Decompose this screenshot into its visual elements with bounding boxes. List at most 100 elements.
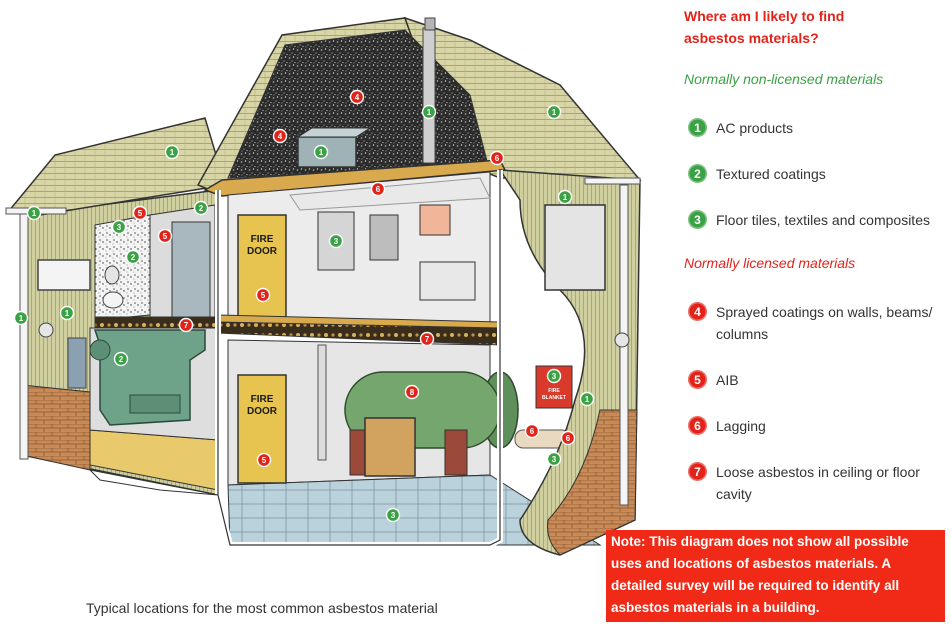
lower-fire-door-label-line-1: FIRE [251,394,274,405]
marker-number: 5 [138,209,143,218]
main-building-outline-edge [217,170,501,546]
marker-circle [164,144,180,160]
fire-blanket-label-line-2: BLANKET [542,395,566,401]
machine-wheel [89,339,111,361]
loft-tank-lid [296,127,372,138]
location-marker-5: 5 [256,452,272,468]
location-marker-3: 3 [111,219,127,235]
legend-item: 6 Lagging [688,415,950,437]
location-marker-6: 6 [524,423,540,439]
wall-grille [67,337,87,389]
asbestos-legend: Where am I likely to find asbestos mater… [684,5,948,502]
marker-number: 4 [355,93,360,102]
marker-circle [13,310,29,326]
marker-number: 7 [184,321,189,330]
location-marker-3: 3 [328,233,344,249]
legend-item: 3 Floor tiles, textiles and composites [688,209,950,231]
legend-number-badge: 3 [688,210,707,229]
location-marker-4: 4 [349,89,365,105]
marker-circle [193,200,209,216]
marker-number: 3 [334,237,339,246]
location-marker-2: 2 [193,200,209,216]
marker-circle [272,128,288,144]
marker-number: 5 [261,291,266,300]
marker-circle [560,430,576,446]
marker-circle [385,507,401,523]
wooden-cabinet [364,417,416,477]
location-marker-1: 1 [59,305,75,321]
marker-number: 6 [530,427,535,436]
marker-number: 1 [65,309,70,318]
machine-drawer [129,394,181,414]
upper-fire-door-label-line-2: DOOR [247,246,278,257]
marker-circle [111,219,127,235]
legend-title: Where am I likely to find asbestos mater… [684,8,845,46]
marker-number: 6 [376,185,381,194]
marker-number: 1 [19,314,24,323]
legend-number-badge: 2 [688,164,707,183]
location-marker-1: 1 [557,189,573,205]
lower-fire-door-label-line-2: DOOR [247,406,278,417]
location-marker-1: 1 [13,310,29,326]
marker-circle [579,391,595,407]
marker-circle [546,451,562,467]
marker-number: 1 [32,209,37,218]
location-marker-1: 1 [421,104,437,120]
ground-floor-tiles [227,474,602,546]
left-downpipe [19,213,29,460]
right-gutter [584,177,641,185]
legend-item-label: Floor tiles, textiles and composites [716,212,930,228]
left-wing-joists [94,316,219,329]
marker-circle [256,452,272,468]
legend-item-label: AIB [716,372,739,388]
legend-item-label: Loose asbestos in ceiling or floor cavit… [716,464,920,502]
marker-number: 4 [278,132,283,141]
location-marker-7: 7 [178,317,194,333]
legend-item-label: AC products [716,120,794,136]
marker-number: 1 [552,108,557,117]
marker-circle [313,144,329,160]
right-brick-base [547,409,638,556]
legend-number-badge: 7 [688,462,707,481]
marker-number: 3 [552,372,557,381]
toilet-cistern [104,265,120,285]
pipework-vertical [317,344,327,461]
location-marker-2: 2 [125,249,141,265]
diagram-caption: Typical locations for the most common as… [86,600,438,616]
location-marker-2: 2 [113,351,129,367]
marker-circle [59,305,75,321]
fuse-box [369,214,399,261]
licensed-heading: Normally licensed materials [684,255,856,271]
roof-chimney-cap [424,17,436,31]
flue-pipe [422,27,436,164]
disclaimer-note: Note: This diagram does not show all pos… [606,530,945,622]
location-marker-1: 1 [579,391,595,407]
marker-number: 2 [131,253,136,262]
legend-item: 5 AIB [688,369,950,391]
marker-circle [419,331,435,347]
ground-slab [88,469,219,496]
marker-circle [26,205,42,221]
left-wing-window [37,259,91,291]
legend-number-badge: 6 [688,416,707,435]
location-marker-5: 5 [255,287,271,303]
marker-number: 8 [410,388,415,397]
marker-number: 3 [552,455,557,464]
location-marker-3: 3 [546,451,562,467]
marker-circle [421,104,437,120]
marker-circle [489,150,505,166]
marker-circle [524,423,540,439]
legend-item: 2 Textured coatings [688,163,950,185]
location-marker-7: 7 [419,331,435,347]
wall-heater [419,204,451,236]
marker-number: 1 [170,148,175,157]
upper-fire-door-label-line-1: FIRE [251,234,274,245]
location-marker-1: 1 [313,144,329,160]
marker-circle [349,89,365,105]
radiator [419,261,476,301]
marker-number: 3 [391,511,396,520]
marker-number: 2 [199,204,204,213]
marker-number: 1 [585,395,590,404]
legend-item-label: Textured coatings [716,166,826,182]
